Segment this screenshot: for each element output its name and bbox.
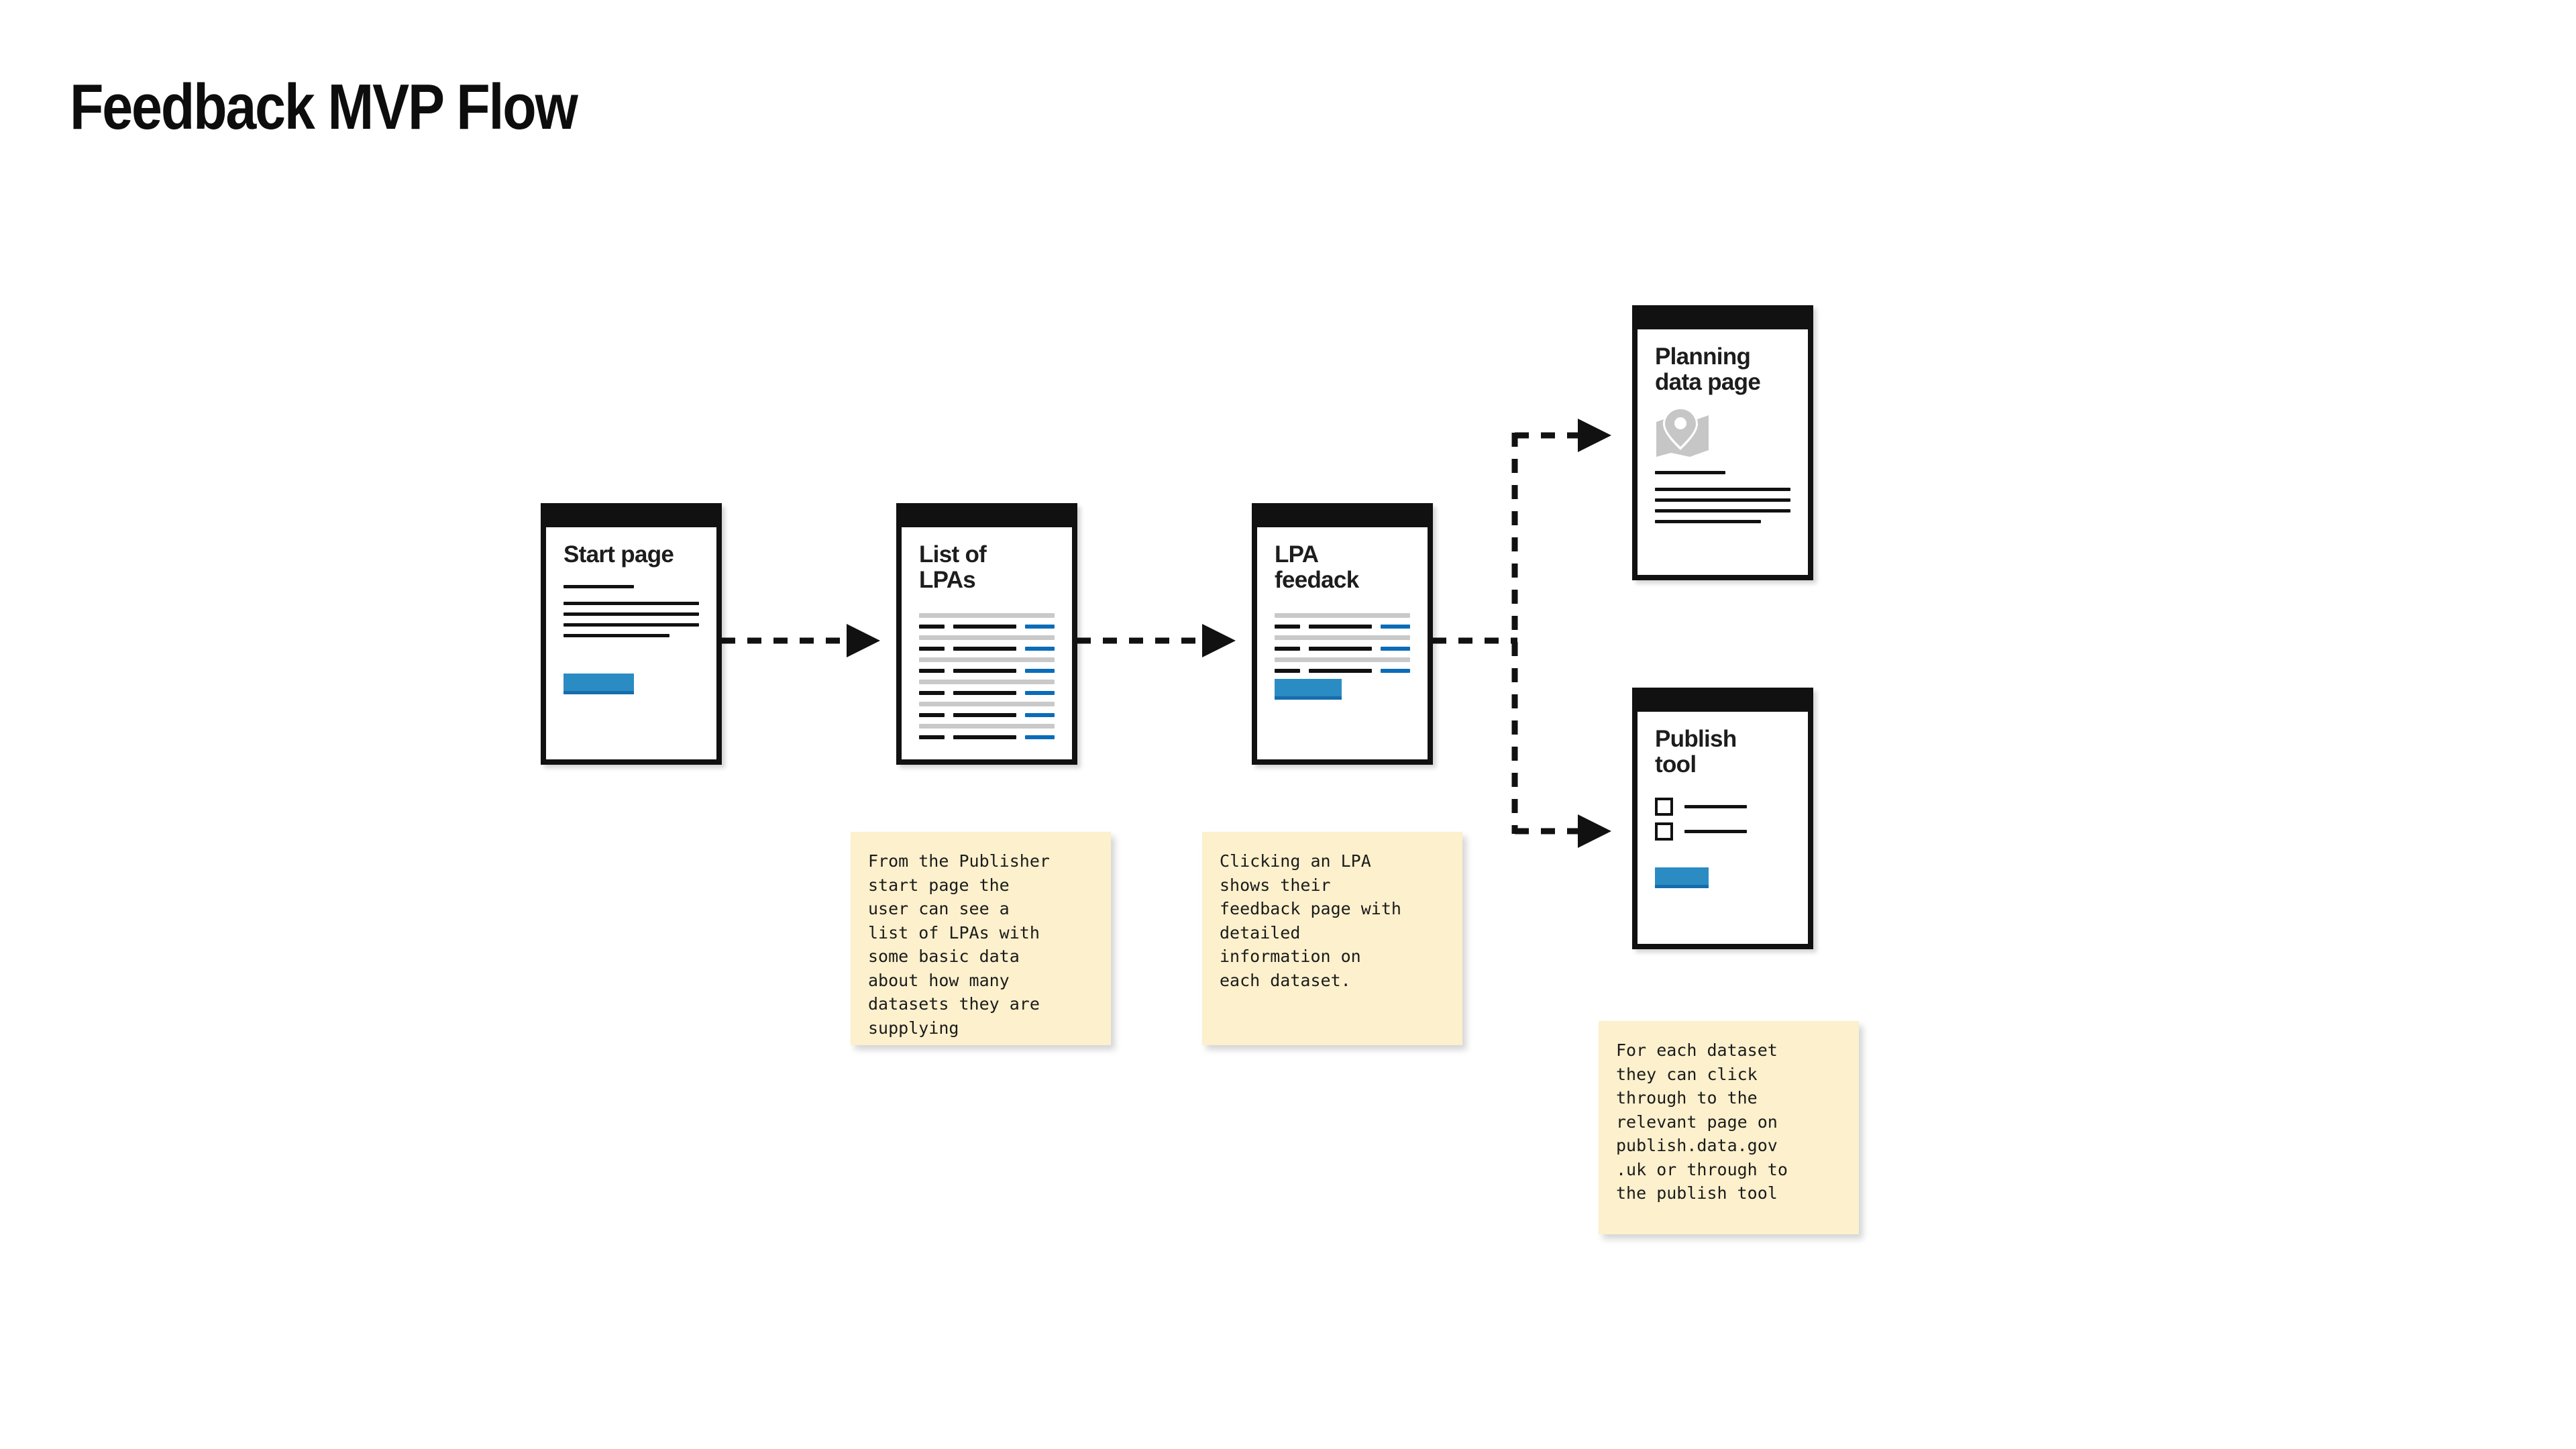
- card-header-bar: [1638, 311, 1808, 329]
- connector-branch-to-planning: [1515, 419, 1611, 452]
- text-line: [1655, 508, 1790, 513]
- page-title: Feedback MVP Flow: [70, 71, 578, 143]
- table-cell-name: [1275, 668, 1301, 673]
- lpa-table: [919, 612, 1055, 739]
- table-cell-detail: [953, 690, 1016, 695]
- text-line: [1655, 487, 1790, 491]
- table-cell-detail: [953, 712, 1016, 717]
- text-line: [564, 601, 699, 605]
- table-cell-detail: [953, 624, 1016, 629]
- table-cell-name: [919, 690, 945, 695]
- text-line: [1655, 498, 1790, 502]
- table-row[interactable]: [1275, 646, 1410, 651]
- table-separator: [919, 723, 1055, 729]
- text-line: [564, 623, 699, 627]
- table-cell-detail: [953, 735, 1016, 739]
- table-cell-detail: [1309, 624, 1372, 629]
- table-cell-detail: [953, 668, 1016, 673]
- table-row[interactable]: [919, 646, 1055, 651]
- card-list-of-lpas[interactable]: List of LPAs: [896, 503, 1077, 765]
- text-line: [1655, 470, 1726, 474]
- table-cell-link[interactable]: [1024, 735, 1055, 739]
- table-separator: [919, 612, 1055, 618]
- table-cell-detail: [1309, 668, 1372, 673]
- checkbox-row[interactable]: [1655, 822, 1790, 841]
- primary-button[interactable]: [564, 674, 634, 694]
- table-cell-name: [1275, 624, 1301, 629]
- table-row[interactable]: [919, 735, 1055, 739]
- checkbox-label-line: [1684, 829, 1747, 833]
- checkbox-label-line: [1684, 804, 1747, 808]
- primary-button[interactable]: [1655, 867, 1709, 888]
- table-cell-name: [919, 735, 945, 739]
- primary-button[interactable]: [1275, 679, 1342, 700]
- checkbox-icon[interactable]: [1655, 822, 1673, 841]
- table-cell-detail: [1309, 646, 1372, 651]
- text-line: [1655, 519, 1761, 523]
- card-title: Start page: [564, 541, 674, 568]
- table-cell-link[interactable]: [1380, 668, 1410, 673]
- card-start-page[interactable]: Start page: [541, 503, 722, 765]
- table-cell-link[interactable]: [1024, 668, 1055, 673]
- card-title: Publish tool: [1655, 726, 1737, 777]
- checkbox-row[interactable]: [1655, 797, 1790, 816]
- text-placeholder-lines: [1655, 470, 1790, 523]
- table-cell-detail: [953, 646, 1016, 651]
- card-body: Publish tool: [1638, 712, 1808, 944]
- table-cell-link[interactable]: [1024, 646, 1055, 651]
- card-body: List of LPAs: [902, 527, 1072, 759]
- card-header-bar: [1638, 693, 1808, 712]
- card-title: LPA feedack: [1275, 541, 1359, 593]
- map-pin-icon: [1655, 407, 1790, 462]
- table-separator: [919, 701, 1055, 706]
- table-row[interactable]: [919, 690, 1055, 695]
- table-row[interactable]: [919, 668, 1055, 673]
- card-publish-tool[interactable]: Publish tool: [1632, 688, 1813, 949]
- card-body: LPA feedack: [1257, 527, 1428, 759]
- table-cell-link[interactable]: [1380, 624, 1410, 629]
- table-cell-link[interactable]: [1024, 690, 1055, 695]
- table-cell-name: [919, 646, 945, 651]
- table-row[interactable]: [1275, 624, 1410, 629]
- card-title: Planning data page: [1655, 343, 1761, 395]
- table-separator: [919, 679, 1055, 684]
- table-cell-name: [919, 668, 945, 673]
- card-body: Planning data page: [1638, 329, 1808, 575]
- sticky-note-publish: For each dataset they can click through …: [1599, 1021, 1859, 1234]
- connector-list-to-feedack: [1077, 624, 1236, 657]
- checkbox-icon[interactable]: [1655, 797, 1673, 816]
- text-line: [564, 633, 669, 637]
- table-cell-link[interactable]: [1380, 646, 1410, 651]
- table-cell-name: [919, 624, 945, 629]
- connector-start-to-list: [721, 624, 880, 657]
- table-cell-name: [1275, 646, 1301, 651]
- table-row[interactable]: [1275, 668, 1410, 673]
- text-line: [564, 584, 635, 588]
- text-line: [564, 612, 699, 616]
- sticky-note-lpa-feedback: Clicking an LPA shows their feedback pag…: [1202, 832, 1462, 1045]
- card-title: List of LPAs: [919, 541, 987, 593]
- text-placeholder-lines: [564, 584, 699, 637]
- card-header-bar: [546, 508, 716, 527]
- card-body: Start page: [546, 527, 716, 759]
- sticky-note-start-page: From the Publisher start page the user c…: [851, 832, 1111, 1045]
- table-row[interactable]: [919, 712, 1055, 717]
- table-cell-link[interactable]: [1024, 712, 1055, 717]
- connector-branch-to-publish: [1515, 814, 1611, 848]
- dataset-table: [1275, 612, 1410, 673]
- connector-feedack-branch-trunk: [1432, 433, 1518, 834]
- table-row[interactable]: [919, 624, 1055, 629]
- card-lpa-feedack[interactable]: LPA feedack: [1252, 503, 1433, 765]
- table-cell-link[interactable]: [1024, 624, 1055, 629]
- table-separator: [919, 635, 1055, 640]
- card-planning-data-page[interactable]: Planning data page: [1632, 305, 1813, 580]
- checkbox-group: [1655, 797, 1790, 841]
- card-header-bar: [902, 508, 1072, 527]
- table-separator: [1275, 657, 1410, 662]
- table-separator: [919, 657, 1055, 662]
- table-cell-name: [919, 712, 945, 717]
- table-separator: [1275, 612, 1410, 618]
- card-header-bar: [1257, 508, 1428, 527]
- table-separator: [1275, 635, 1410, 640]
